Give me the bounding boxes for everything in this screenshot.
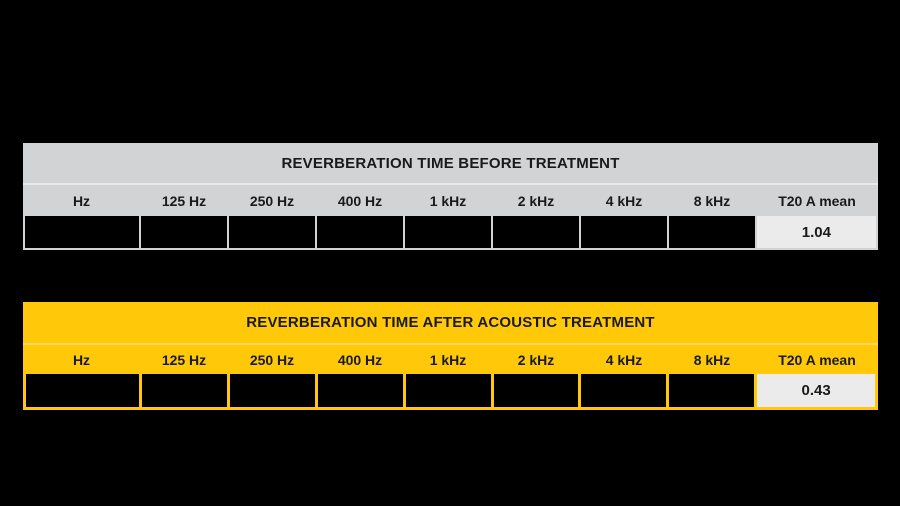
column-header-t20-mean: T20 A mean (778, 351, 856, 368)
data-cell (405, 216, 492, 248)
data-cell (668, 216, 755, 248)
column-header-125hz: 125 Hz (161, 351, 207, 368)
data-cell (141, 216, 228, 248)
column-header-hz: Hz (72, 192, 91, 209)
column-header-t20-mean: T20 A mean (778, 192, 856, 209)
data-cell (141, 374, 227, 407)
after-treatment-table: REVERBERATION TIME AFTER ACOUSTIC TREATM… (23, 302, 878, 410)
table-data-row: 1.04 (23, 216, 878, 250)
column-header-4khz: 4 kHz (605, 192, 643, 209)
table-title: REVERBERATION TIME BEFORE TREATMENT (23, 143, 878, 185)
table-header-row: Hz 125 Hz 250 Hz 400 Hz 1 kHz 2 kHz 4 kH… (23, 185, 878, 216)
column-header-400hz: 400 Hz (337, 192, 383, 209)
data-cell (493, 216, 579, 248)
column-header-8khz: 8 kHz (693, 192, 731, 209)
column-header-250hz: 250 Hz (249, 351, 295, 368)
data-cell (25, 216, 140, 248)
table-data-row: 0.43 (23, 374, 878, 410)
data-cell (669, 374, 755, 407)
column-header-8khz: 8 kHz (693, 351, 731, 368)
data-cell (317, 374, 403, 407)
column-header-1khz: 1 kHz (429, 351, 467, 368)
data-cell (229, 216, 316, 248)
mean-value-cell: 1.04 (756, 216, 876, 248)
data-cell (317, 216, 404, 248)
column-header-1khz: 1 kHz (429, 192, 467, 209)
data-cell (229, 374, 315, 407)
column-header-250hz: 250 Hz (249, 192, 295, 209)
data-cell (493, 374, 579, 407)
table-header-row: Hz 125 Hz 250 Hz 400 Hz 1 kHz 2 kHz 4 kH… (23, 345, 878, 374)
column-header-hz: Hz (72, 351, 91, 368)
column-header-125hz: 125 Hz (161, 192, 207, 209)
data-cell (26, 374, 139, 407)
table-title: REVERBERATION TIME AFTER ACOUSTIC TREATM… (23, 302, 878, 345)
column-header-2khz: 2 kHz (517, 351, 555, 368)
column-header-400hz: 400 Hz (337, 351, 383, 368)
column-header-4khz: 4 kHz (605, 351, 643, 368)
before-treatment-table: REVERBERATION TIME BEFORE TREATMENT Hz 1… (23, 143, 878, 250)
mean-value-cell: 0.43 (757, 374, 875, 407)
data-cell (580, 216, 667, 248)
column-header-2khz: 2 kHz (517, 192, 555, 209)
data-cell (581, 374, 667, 407)
data-cell (405, 374, 491, 407)
